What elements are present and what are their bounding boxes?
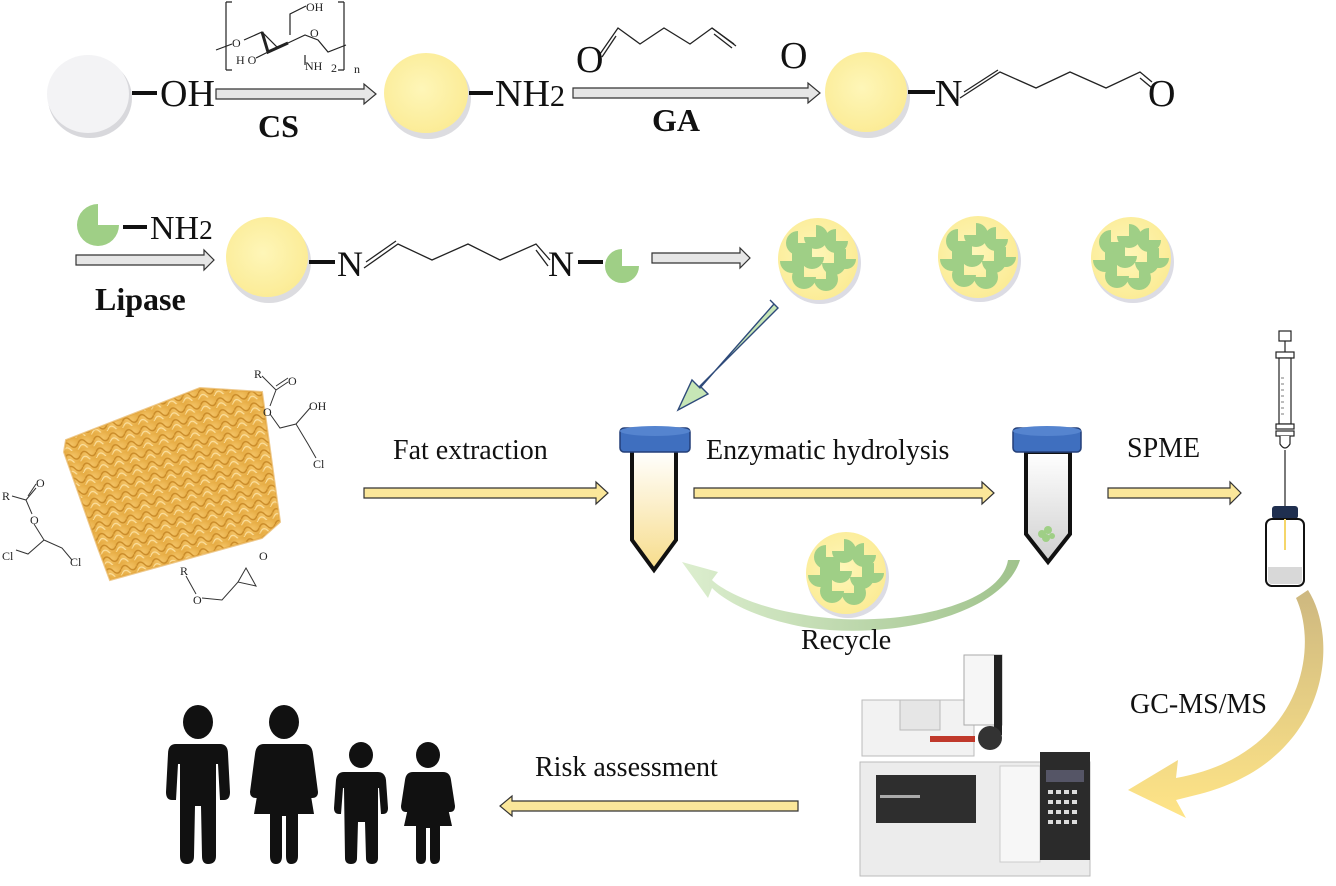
arrow-enzymatic-hydrolysis [693, 480, 995, 506]
chitosan-o-ring: O [310, 26, 319, 40]
ga-o-left: O [576, 39, 603, 81]
glycidyl-o1: O [193, 593, 202, 607]
imine-n: N [935, 73, 962, 115]
recycle-label: Recycle [801, 625, 891, 656]
arrow-risk-assessment [499, 794, 799, 818]
chitosan-o-link: O [232, 36, 241, 50]
child-boy-icon [334, 742, 388, 864]
imine-chain [959, 69, 1153, 99]
mcpd-oh: OH [309, 399, 327, 413]
dcp-o1: O [36, 476, 45, 490]
centrifuge-tube-extract [619, 426, 691, 574]
mcpd-o2: O [263, 405, 272, 419]
dcp-cl2: Cl [70, 555, 82, 569]
crosslink-chain [363, 240, 551, 269]
immobilized-bead [226, 217, 311, 303]
lipase-loaded-bead [778, 218, 861, 304]
ga-label: GA [652, 102, 700, 138]
dcp-r: R [2, 489, 10, 503]
arrow-cs [215, 82, 377, 106]
sample-vial-icon [1265, 506, 1305, 587]
adult-male-icon [166, 705, 230, 864]
mcpd-cl: Cl [313, 457, 325, 471]
dcp-o2: O [30, 513, 39, 527]
ga-o-right: O [780, 35, 807, 77]
glycidyl-r: R [180, 564, 188, 578]
chitosan-n: n [354, 62, 360, 76]
mcpd-o1: O [288, 374, 297, 388]
mcpd-ester-structure [261, 375, 317, 459]
n-right: N [548, 244, 574, 284]
glutaraldehyde-structure [599, 27, 737, 58]
lipase-icon [77, 204, 119, 246]
chitosan-sub2: 2 [331, 61, 337, 75]
gcms-instrument-image [859, 654, 1091, 877]
lipase-icon [605, 249, 639, 283]
mcpd-r: R [254, 367, 262, 381]
hydroxyl-label: OH [160, 73, 215, 115]
glycidyl-ester-structure [185, 566, 257, 601]
risk-assessment-label: Risk assessment [535, 752, 718, 783]
arrow-to-beads [651, 246, 751, 270]
centrifuge-tube-hydrolyzed [1012, 426, 1082, 566]
cs-label: CS [258, 108, 299, 144]
lipase-loaded-bead [1091, 217, 1174, 303]
lipase-loaded-bead [938, 216, 1021, 302]
recycle-arrow [682, 560, 1020, 631]
lipase-amine-label: NH2 [150, 210, 213, 247]
arrow-ga [572, 81, 821, 105]
enzymatic-hydrolysis-label: Enzymatic hydrolysis [706, 435, 949, 466]
gcms-label: GC-MS/MS [1130, 689, 1267, 720]
lipase-label: Lipase [95, 281, 186, 317]
spme-syringe-icon [1275, 330, 1295, 508]
spme-label: SPME [1127, 433, 1200, 464]
imine-o: O [1148, 73, 1175, 115]
recycled-lipase-bead [806, 532, 889, 618]
amine-label: NH2 [495, 73, 565, 115]
dcp-ester-structure [11, 483, 73, 561]
chitosan-oh: OH [306, 0, 324, 14]
glycidyl-o2: O [259, 549, 268, 563]
n-left: N [337, 244, 363, 284]
amino-bead [384, 53, 471, 139]
gcms-curved-arrow [1128, 590, 1324, 818]
instant-noodle-image [62, 386, 282, 582]
arrow-lipase [75, 248, 215, 272]
dcp-cl1: Cl [2, 549, 14, 563]
arrow-spme [1107, 480, 1242, 506]
arrow-add-enzyme [676, 299, 779, 412]
chitosan-structure [215, 1, 347, 71]
fat-extraction-label: Fat extraction [393, 435, 548, 466]
child-girl-icon [401, 742, 455, 864]
silica-bead [47, 55, 132, 138]
chitosan-ho: H O [236, 53, 257, 67]
arrow-fat-extraction [363, 480, 609, 506]
activated-bead [825, 52, 910, 138]
chitosan-nh: NH [305, 59, 323, 73]
adult-female-icon [250, 705, 318, 864]
